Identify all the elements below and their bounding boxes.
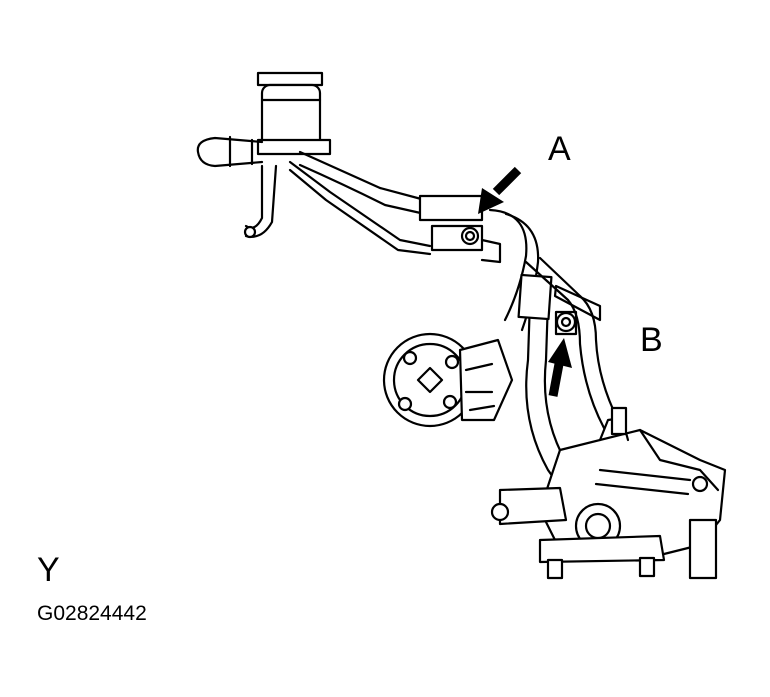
reservoir-tank — [256, 71, 332, 156]
clamp-b — [554, 310, 578, 336]
callout-label-a: A — [548, 130, 571, 168]
return-hose-left — [196, 135, 278, 239]
steering-gear-housing — [490, 406, 727, 580]
callout-label-b: B — [640, 321, 663, 359]
arrow-b — [548, 338, 572, 397]
view-label: Y — [37, 551, 60, 589]
arrow-a — [478, 166, 522, 214]
pressure-pipe — [288, 150, 432, 256]
clamp-bracket-a — [418, 194, 502, 264]
figure-id: G02824442 — [37, 602, 147, 625]
pump-pulley — [382, 332, 514, 428]
